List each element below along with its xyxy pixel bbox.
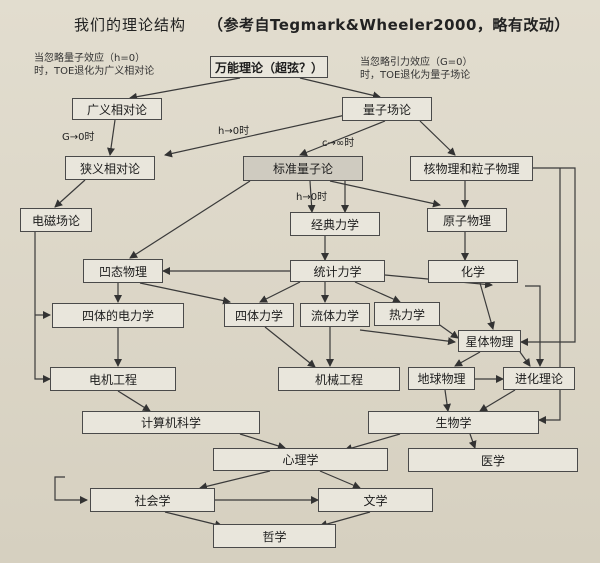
edge-gr-sr [107,119,116,156]
node-chemistry: 化学 [428,260,518,283]
edge-label-h-to-0-b: h→0时 [296,192,328,203]
edge-qft-sm [299,120,386,157]
note-left: 当忽略量子效应（h=0） 时，TOE退化为广义相对论 [34,52,154,78]
edge-geo-biology [443,389,451,412]
node-sr: 狭义相对论 [65,156,155,180]
node-fluid-mechanics: 流体力学 [300,303,370,327]
node-psychology: 心理学 [213,448,388,471]
node-astrophysics: 星体物理 [458,330,521,352]
node-atomic-physics: 原子物理 [427,208,507,232]
edge-astro-geo [454,351,481,367]
edge-ee-cs [117,390,151,412]
edge-literature-philosophy [319,511,371,528]
node-toe: 万能理论（超弦？） [210,56,328,78]
edge-chemistry-evolution [525,285,544,367]
node-medicine: 医学 [408,448,578,472]
edge-label-c-to-inf: c→∞时 [322,138,355,149]
node-qft: 量子场论 [342,97,432,121]
node-electrical-engineering: 电机工程 [50,367,176,391]
edge-cs-psychology [239,433,286,450]
edge-sociology-philosophy [164,511,223,529]
edge-solidmech-me [264,326,316,368]
edge-nuclear-astro [520,167,576,346]
note-right-line-2: 时，TOE退化为量子场论 [360,70,471,81]
edge-psy-sociology-route [54,476,88,504]
edge-toe-qft [299,77,381,100]
node-gr: 广义相对论 [72,98,162,120]
edge-statistical-solidmech [259,281,301,303]
node-statistical-mechanics: 统计力学 [290,260,385,282]
diagram-title: 我们的理论结构 [74,16,187,34]
node-geophysics: 地球物理 [408,367,475,390]
edge-chemistry-astro [479,282,495,330]
node-sociology: 社会学 [90,488,215,512]
note-right: 当忽略引力效应（G=0） 时，TOE退化为量子场论 [360,56,473,82]
node-classical-mechanics: 经典力学 [290,212,380,236]
edge-toe-gr [129,77,241,101]
edge-em-ee [34,232,51,383]
node-literature: 文学 [318,488,433,512]
edge-sm-atomic [329,180,441,208]
diagram-subtitle: （参考自Tegmark&Wheeler2000，略有改动） [208,16,570,34]
edge-fluid-astro [359,329,456,346]
edge-label-h-to-0-a: h→0时 [218,126,250,137]
note-right-line-1: 当忽略引力效应（G=0） [360,57,473,68]
note-left-line-1: 当忽略量子效应（h=0） [34,53,146,64]
node-biology: 生物学 [368,411,539,434]
node-solid-mechanics: 四体力学 [224,303,294,327]
node-mechanical-engineering: 机械工程 [278,367,400,391]
edge-evolution-biology [479,389,516,412]
edge-astro-evolution [519,351,531,367]
node-standard-model: 标准量子论 [243,156,363,181]
node-electromagnetism: 电磁场论 [20,208,92,232]
edge-qft-sr [164,113,351,158]
edge-qft-nuclear [419,120,456,156]
edge-condensed-solidmech [139,282,231,305]
edge-nuclear-biology [538,168,561,424]
edge-sr-em [54,179,86,208]
note-left-line-2: 时，TOE退化为广义相对论 [34,66,155,77]
node-computer-science: 计算机科学 [82,411,260,434]
edge-sm-classical [307,180,316,213]
edge-biology-psychology [344,433,401,452]
edge-biology-medicine [468,433,477,449]
edge-psychology-sociology [199,470,271,491]
node-evolution: 进化理论 [503,367,575,390]
node-thermodynamics: 热力学 [374,302,440,326]
node-philosophy: 哲学 [213,524,336,548]
node-nuclear-particle: 核物理和粒子物理 [410,156,533,181]
edge-statistical-thermo [354,281,401,303]
edge-label-g-to-0: G→0时 [62,132,95,143]
edge-psychology-literature [319,470,361,489]
node-condensed-matter: 凹态物理 [83,259,163,283]
node-solid-state-em: 四体的电力学 [52,303,184,328]
edge-sm-condensed [129,180,251,259]
